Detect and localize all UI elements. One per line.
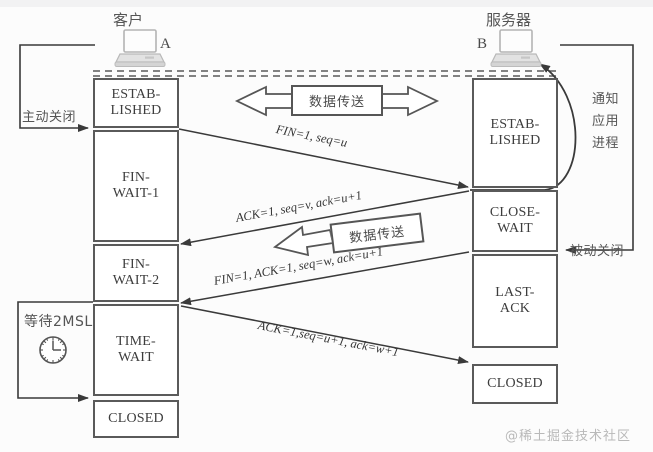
- wait-2msl-path: [17, 301, 93, 402]
- notify-app-line-2: 应用: [592, 114, 620, 129]
- state-line: WAIT: [497, 221, 533, 236]
- state-line: ESTAB-: [490, 117, 540, 133]
- passive-close-path: [560, 44, 634, 254]
- notify-app-line-1: 通知: [592, 92, 620, 107]
- lifeline-dashes-client: [93, 70, 560, 77]
- data-transfer-arrow-mid: [272, 225, 335, 257]
- state-line: ACK: [499, 301, 531, 316]
- state-line: LISHED: [110, 103, 162, 118]
- server-state-closed[interactable]: CLOSED: [472, 364, 558, 404]
- clock-icon: [39, 336, 67, 364]
- message-line-ack-1: [180, 190, 470, 247]
- data-transfer-banner-top: 数据传送: [291, 85, 383, 116]
- state-line: CLOSED: [108, 411, 164, 427]
- state-line: TIME-: [116, 334, 156, 350]
- state-line: LISHED: [489, 133, 541, 148]
- client-state-time-wait[interactable]: TIME- WAIT: [93, 304, 179, 396]
- active-close-label: 主动关闭: [22, 110, 77, 125]
- message-line-ack-2: [180, 305, 469, 365]
- state-line: FIN-: [121, 170, 151, 186]
- state-line: ESTAB-: [111, 87, 161, 103]
- state-line: CLOSE-: [489, 205, 541, 221]
- state-line: WAIT-1: [112, 186, 160, 201]
- state-line: WAIT: [118, 350, 154, 365]
- client-state-closed[interactable]: CLOSED: [93, 400, 179, 438]
- server-state-established[interactable]: ESTAB- LISHED: [472, 78, 558, 188]
- notify-app-line-3: 进程: [592, 136, 620, 151]
- top-strip: [0, 0, 653, 7]
- state-line: CLOSED: [487, 376, 543, 392]
- watermark: @稀土掘金技术社区: [505, 429, 632, 444]
- server-letter: B: [477, 36, 488, 52]
- data-transfer-arrow-top: [234, 85, 440, 117]
- client-state-established[interactable]: ESTAB- LISHED: [93, 78, 179, 128]
- state-line: LAST-: [495, 285, 535, 301]
- wait-2msl-label: 等待2MSL: [24, 314, 93, 330]
- server-title: 服务器: [486, 11, 532, 29]
- client-state-fin-wait-1[interactable]: FIN- WAIT-1: [93, 130, 179, 242]
- active-close-path: [19, 44, 95, 132]
- server-state-last-ack[interactable]: LAST- ACK: [472, 254, 558, 348]
- message-line-fin-2: [180, 251, 470, 306]
- client-state-fin-wait-2[interactable]: FIN- WAIT-2: [93, 244, 179, 302]
- passive-close-label: 被动关闭: [570, 244, 625, 259]
- server-laptop-icon: [490, 29, 542, 67]
- state-line: FIN-: [121, 257, 151, 273]
- client-laptop-icon: [114, 29, 166, 67]
- client-title: 客户: [113, 11, 144, 29]
- server-state-close-wait[interactable]: CLOSE- WAIT: [472, 190, 558, 252]
- state-line: WAIT-2: [112, 273, 160, 288]
- message-line-fin-1: [178, 128, 469, 189]
- client-letter: A: [160, 36, 171, 52]
